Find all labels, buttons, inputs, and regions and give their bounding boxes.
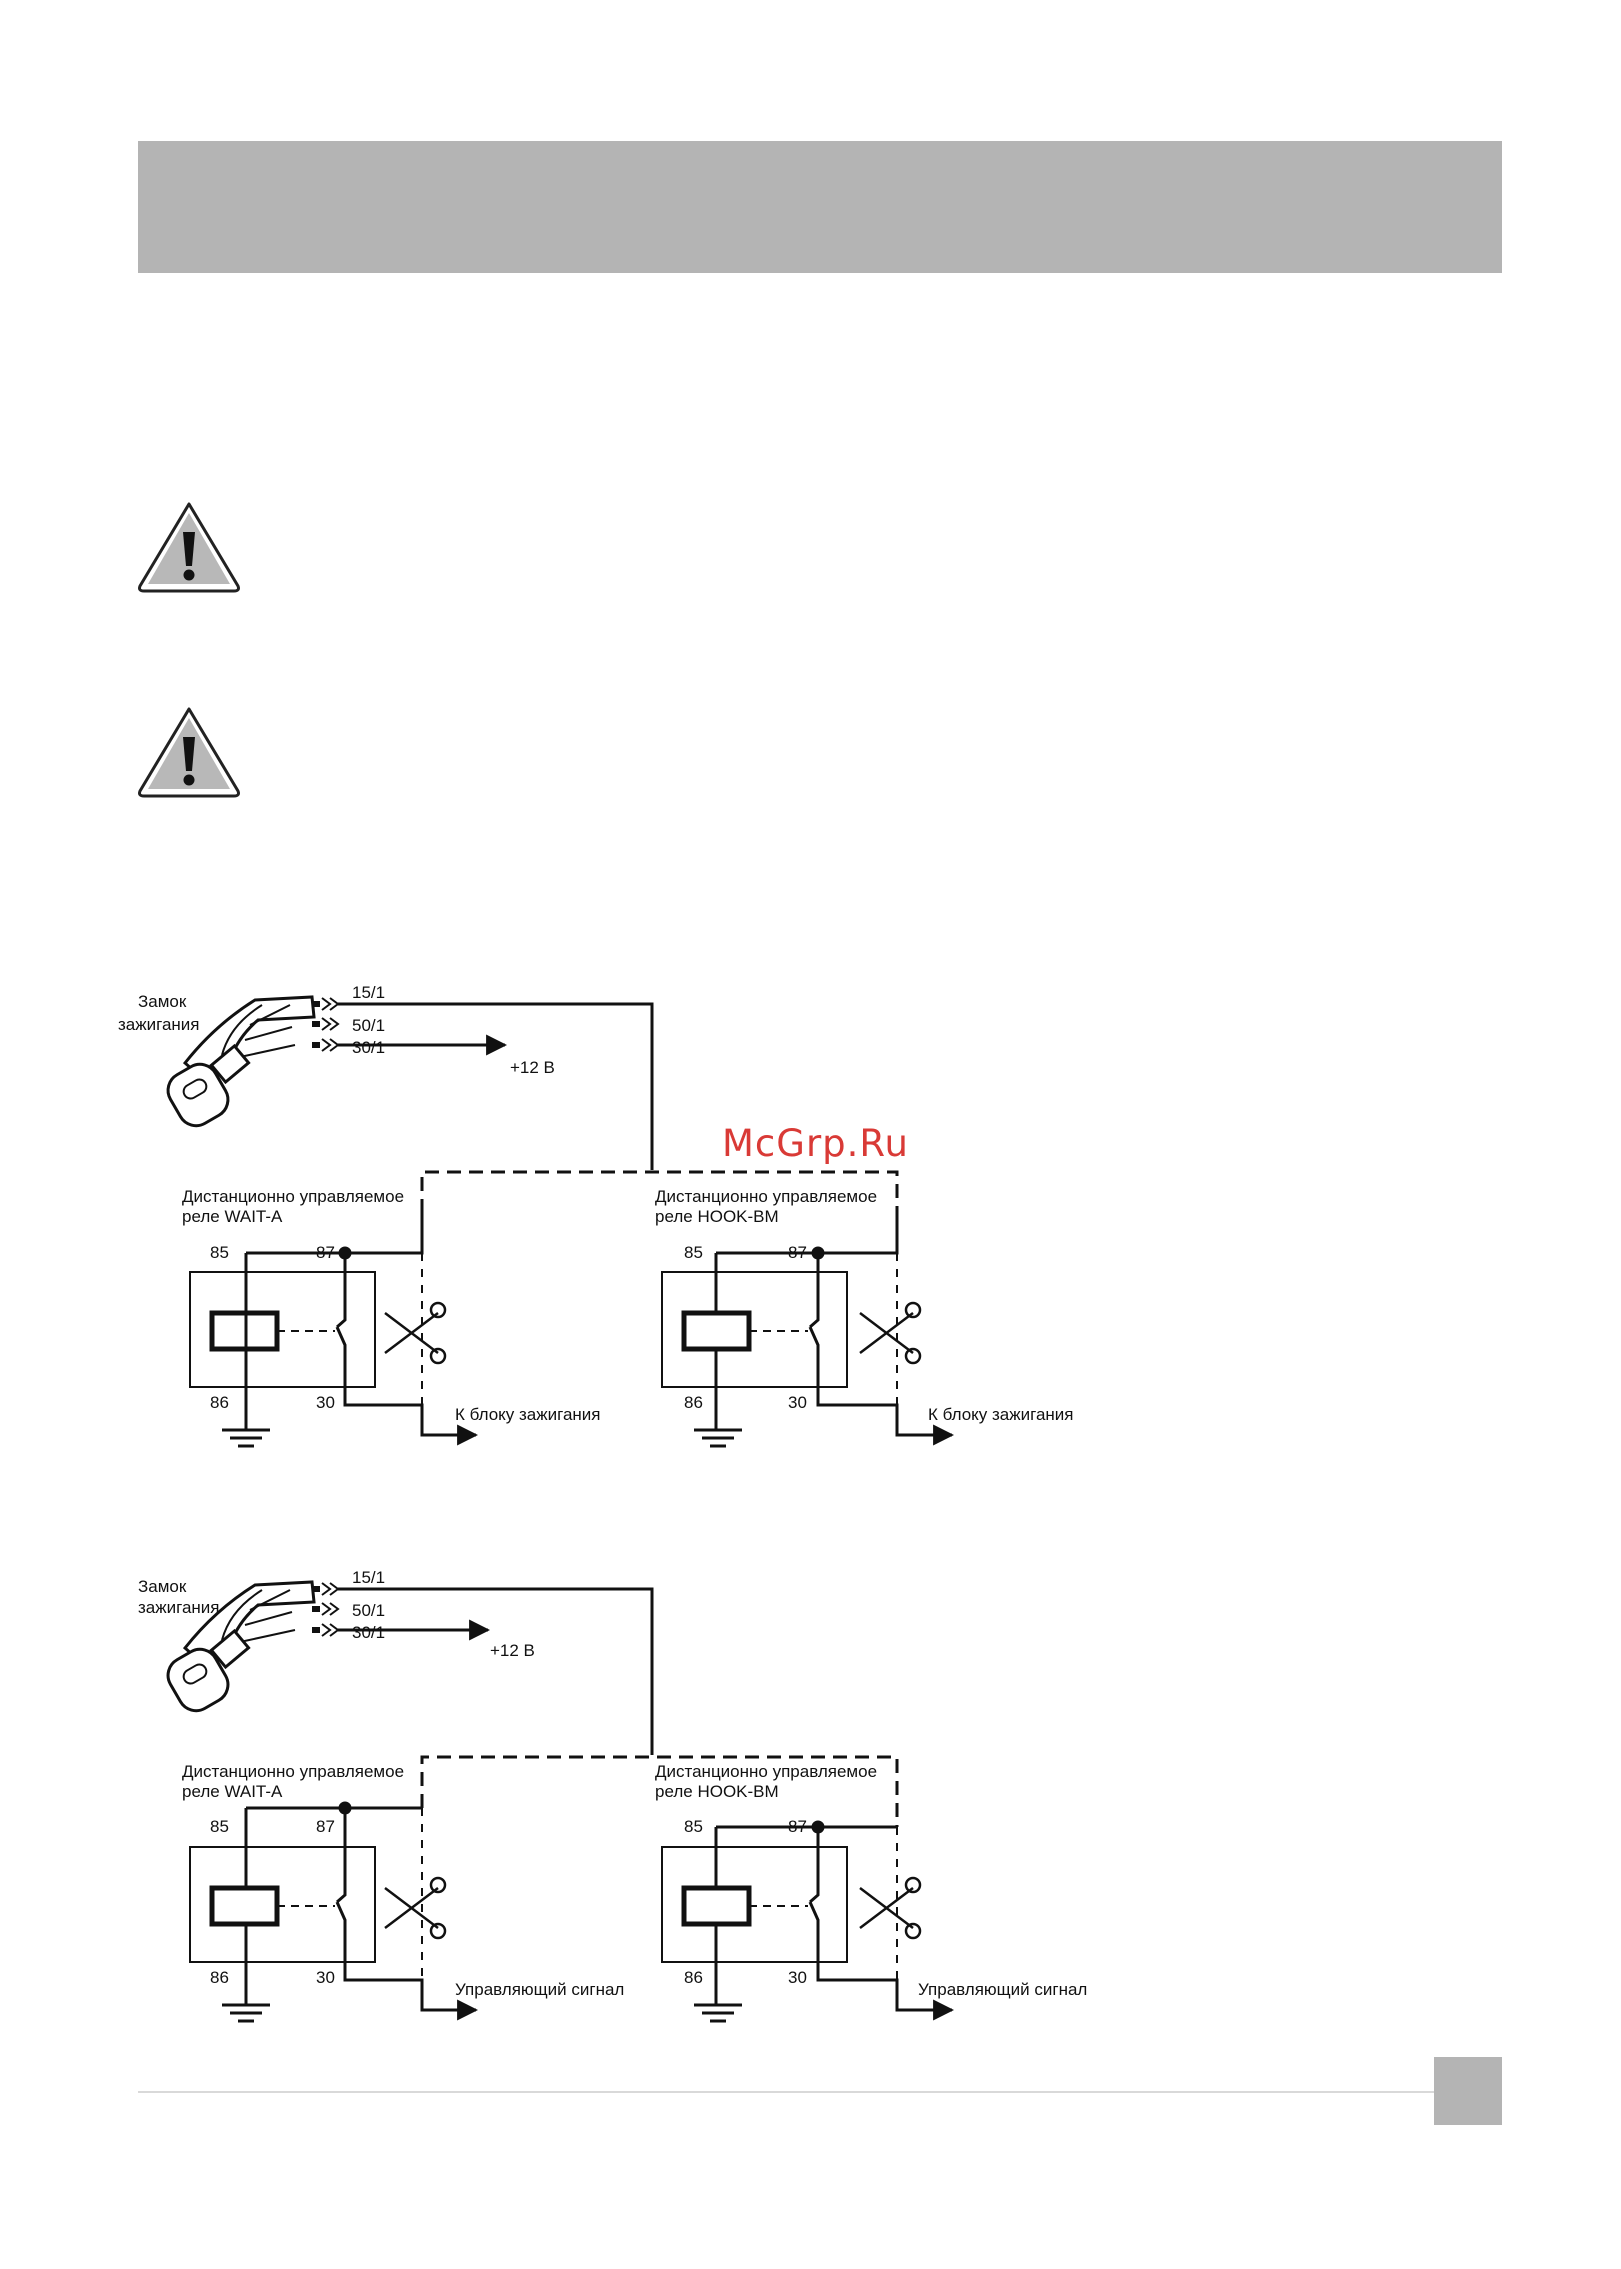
ignition-lock-icon xyxy=(166,1580,316,1713)
wire-label: 30/1 xyxy=(352,1623,385,1642)
pin-label: 85 xyxy=(684,1243,703,1262)
pin-label: 87 xyxy=(788,1243,807,1262)
scissors-icon xyxy=(859,1301,922,1365)
pin-label: 86 xyxy=(684,1393,703,1412)
pin-label: 87 xyxy=(788,1817,807,1836)
wiring-diagram-2: Замок зажигания 15/1 50/1 30/1 +12 В Дис… xyxy=(138,1568,1087,2023)
pin-label: 30 xyxy=(316,1393,335,1412)
pin-label: 85 xyxy=(684,1817,703,1836)
output-label: К блоку зажигания xyxy=(455,1405,601,1424)
relay-title: Дистанционно управляемое xyxy=(182,1762,404,1781)
relay-title: Дистанционно управляемое xyxy=(182,1187,404,1206)
wire-label: 50/1 xyxy=(352,1601,385,1620)
wiring-diagram-1: Замок зажигания 15/1 50/1 30/1 +12 В Дис… xyxy=(118,983,1074,1448)
scissors-icon xyxy=(859,1876,922,1940)
relay-title: реле WAIT-A xyxy=(182,1207,283,1226)
ignition-label: зажигания xyxy=(138,1598,220,1617)
ignition-label: зажигания xyxy=(118,1015,200,1034)
pin-label: 30 xyxy=(788,1393,807,1412)
relay-title: реле HOOK-BM xyxy=(655,1782,779,1801)
wire-label: 50/1 xyxy=(352,1016,385,1035)
relay-title: реле WAIT-A xyxy=(182,1782,283,1801)
junction-dot xyxy=(811,1246,825,1260)
warning-icon xyxy=(138,707,240,798)
supply-label: +12 В xyxy=(490,1641,535,1660)
relay-title: реле HOOK-BM xyxy=(655,1207,779,1226)
scissors-icon xyxy=(384,1301,447,1365)
pin-label: 87 xyxy=(316,1243,335,1262)
pin-label: 86 xyxy=(210,1968,229,1987)
relay-title: Дистанционно управляемое xyxy=(655,1187,877,1206)
footer-rule xyxy=(138,2091,1434,2093)
ignition-label: Замок xyxy=(138,992,187,1011)
junction-dot xyxy=(338,1801,352,1815)
page-number-tab xyxy=(1434,2057,1502,2125)
scissors-icon xyxy=(384,1876,447,1940)
supply-label: +12 В xyxy=(510,1058,555,1077)
output-label: К блоку зажигания xyxy=(928,1405,1074,1424)
junction-dot xyxy=(338,1246,352,1260)
pin-label: 87 xyxy=(316,1817,335,1836)
pin-label: 86 xyxy=(210,1393,229,1412)
ignition-label: Замок xyxy=(138,1577,187,1596)
output-label: Управляющий сигнал xyxy=(455,1980,624,1999)
pin-label: 85 xyxy=(210,1243,229,1262)
wire-label: 15/1 xyxy=(352,1568,385,1587)
pin-label: 30 xyxy=(316,1968,335,1987)
wire-label: 30/1 xyxy=(352,1038,385,1057)
watermark: McGrp.Ru xyxy=(722,1122,909,1165)
wire-label: 15/1 xyxy=(352,983,385,1002)
warning-icon xyxy=(138,502,240,593)
ignition-lock-icon xyxy=(166,995,316,1128)
pin-label: 86 xyxy=(684,1968,703,1987)
output-label: Управляющий сигнал xyxy=(918,1980,1087,1999)
pin-label: 85 xyxy=(210,1817,229,1836)
relay-title: Дистанционно управляемое xyxy=(655,1762,877,1781)
pin-label: 30 xyxy=(788,1968,807,1987)
header-band xyxy=(138,141,1502,273)
junction-dot xyxy=(811,1820,825,1834)
